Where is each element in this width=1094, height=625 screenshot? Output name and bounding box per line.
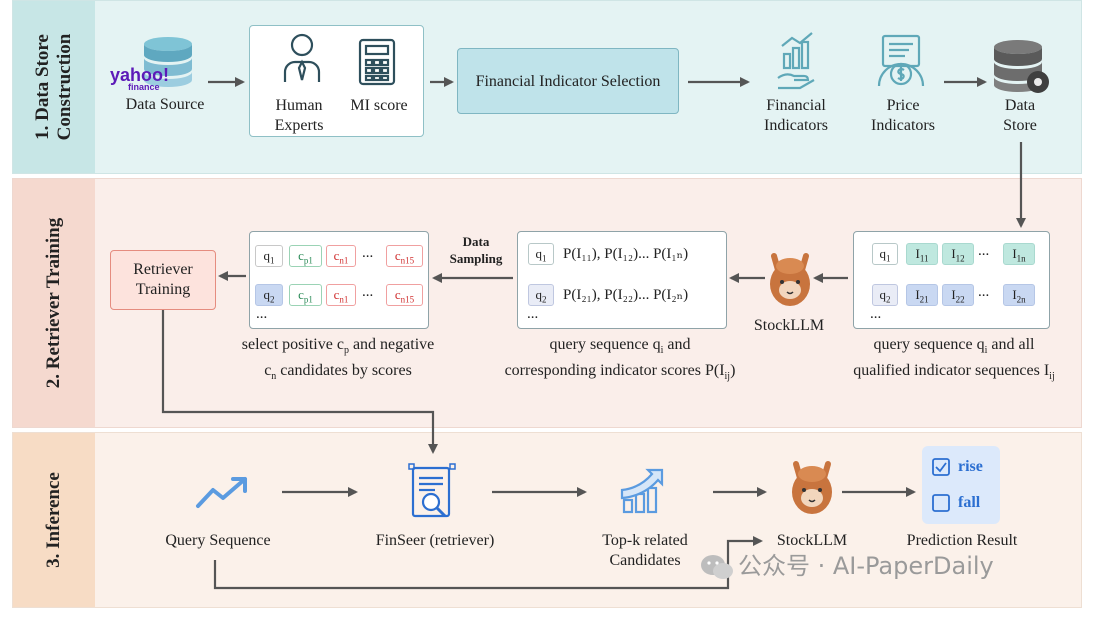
ellipsis: ... xyxy=(256,306,268,322)
prediction-result-label: Prediction Result xyxy=(906,532,1018,549)
stockllm-label: StockLLM xyxy=(753,317,825,334)
ellipsis: ... xyxy=(362,284,374,300)
indicator-chip: I21 xyxy=(906,284,938,306)
candidates-caption: select positive cp and negative cn candi… xyxy=(241,336,435,383)
fall-option-label: fall xyxy=(958,494,981,511)
negative-candidate-chip: cn1 xyxy=(326,284,356,306)
query-chip: q1 xyxy=(528,243,554,265)
arrow-retriever-to-finseer xyxy=(161,310,438,454)
indicator-scores-caption: query sequence qi and corresponding indi… xyxy=(504,336,736,383)
alpaca-icon xyxy=(764,252,816,313)
financial-indicators-label: Financial Indicators xyxy=(764,97,828,134)
financial-indicator-selection-label: Financial Indicator Selection xyxy=(475,73,661,90)
yahoo-finance-sublabel: finance xyxy=(128,82,160,92)
financial-indicators-icon xyxy=(776,32,818,97)
document-search-icon xyxy=(405,462,459,527)
arrow-query-to-stockllm xyxy=(213,536,763,590)
retriever-training-label: Retriever Training xyxy=(133,261,193,298)
data-store-label: Data Store xyxy=(1003,97,1037,134)
unchecked-checkbox-icon xyxy=(932,494,950,517)
mi-score-label: MI score xyxy=(350,97,408,114)
data-sampling-label: Data Sampling xyxy=(449,234,503,266)
qualified-sequences-caption: query sequence qi and all qualified indi… xyxy=(853,336,1055,383)
topk-candidates-label: Top-k related Candidates xyxy=(602,532,688,569)
section-data-store-construction: 1. Data Store Construction xyxy=(12,0,1082,174)
ellipsis: ... xyxy=(978,243,990,259)
indicator-scores-row: P(I₂₁), P(I₂₂)... P(I₂ₙ) xyxy=(563,287,689,303)
checked-checkbox-icon xyxy=(932,458,950,481)
positive-candidate-chip: cp1 xyxy=(289,245,322,267)
rise-option-label: rise xyxy=(958,458,983,475)
section-inference: 3. Inference xyxy=(12,432,1082,608)
stockllm-label: StockLLM xyxy=(776,532,848,549)
trend-up-icon xyxy=(195,474,251,515)
price-indicators-icon xyxy=(875,34,927,95)
section-label-bar: 1. Data Store Construction xyxy=(13,1,95,173)
negative-candidate-chip: cn15 xyxy=(386,245,423,267)
ellipsis: ... xyxy=(527,306,539,322)
alpaca-icon xyxy=(786,460,838,521)
query-chip: q2 xyxy=(528,284,554,306)
ellipsis: ... xyxy=(362,245,374,261)
watermark-text: 公众号 · AI-PaperDaily xyxy=(738,552,994,580)
data-store-icon xyxy=(992,38,1052,101)
price-indicators-label: Price Indicators xyxy=(871,97,935,134)
indicator-chip: I1n xyxy=(1003,243,1035,265)
positive-candidate-chip: cp1 xyxy=(289,284,322,306)
query-chip: q2 xyxy=(872,284,898,306)
section-label-bar: 2. Retriever Training xyxy=(13,179,95,427)
financial-indicator-selection-box xyxy=(457,48,679,114)
calculator-icon xyxy=(357,38,397,91)
indicator-chip: I2n xyxy=(1003,284,1035,306)
retriever-training-box xyxy=(110,250,216,310)
negative-candidate-chip: cn15 xyxy=(386,284,423,306)
candidates-growth-icon xyxy=(618,460,674,521)
data-source-label: Data Source xyxy=(125,96,205,113)
finseer-label: FinSeer (retriever) xyxy=(375,532,495,549)
ellipsis: ... xyxy=(978,284,990,300)
person-icon xyxy=(283,32,321,89)
section-label-bar: 3. Inference xyxy=(13,433,95,607)
query-chip: q2 xyxy=(255,284,283,306)
wechat-icon xyxy=(700,553,734,586)
human-experts-label: Human Experts xyxy=(274,97,324,134)
indicator-chip: I22 xyxy=(942,284,974,306)
indicator-scores-row: P(I₁₁), P(I₁₂)... P(I₁ₙ) xyxy=(563,246,689,262)
indicator-chip: I12 xyxy=(942,243,974,265)
indicator-chip: I11 xyxy=(906,243,938,265)
ellipsis: ... xyxy=(870,306,882,322)
yahoo-logo: yahoo! xyxy=(110,65,170,85)
query-chip: q1 xyxy=(255,245,283,267)
query-chip: q1 xyxy=(872,243,898,265)
negative-candidate-chip: cn1 xyxy=(326,245,356,267)
query-sequence-label: Query Sequence xyxy=(165,532,271,549)
database-icon xyxy=(140,34,196,95)
